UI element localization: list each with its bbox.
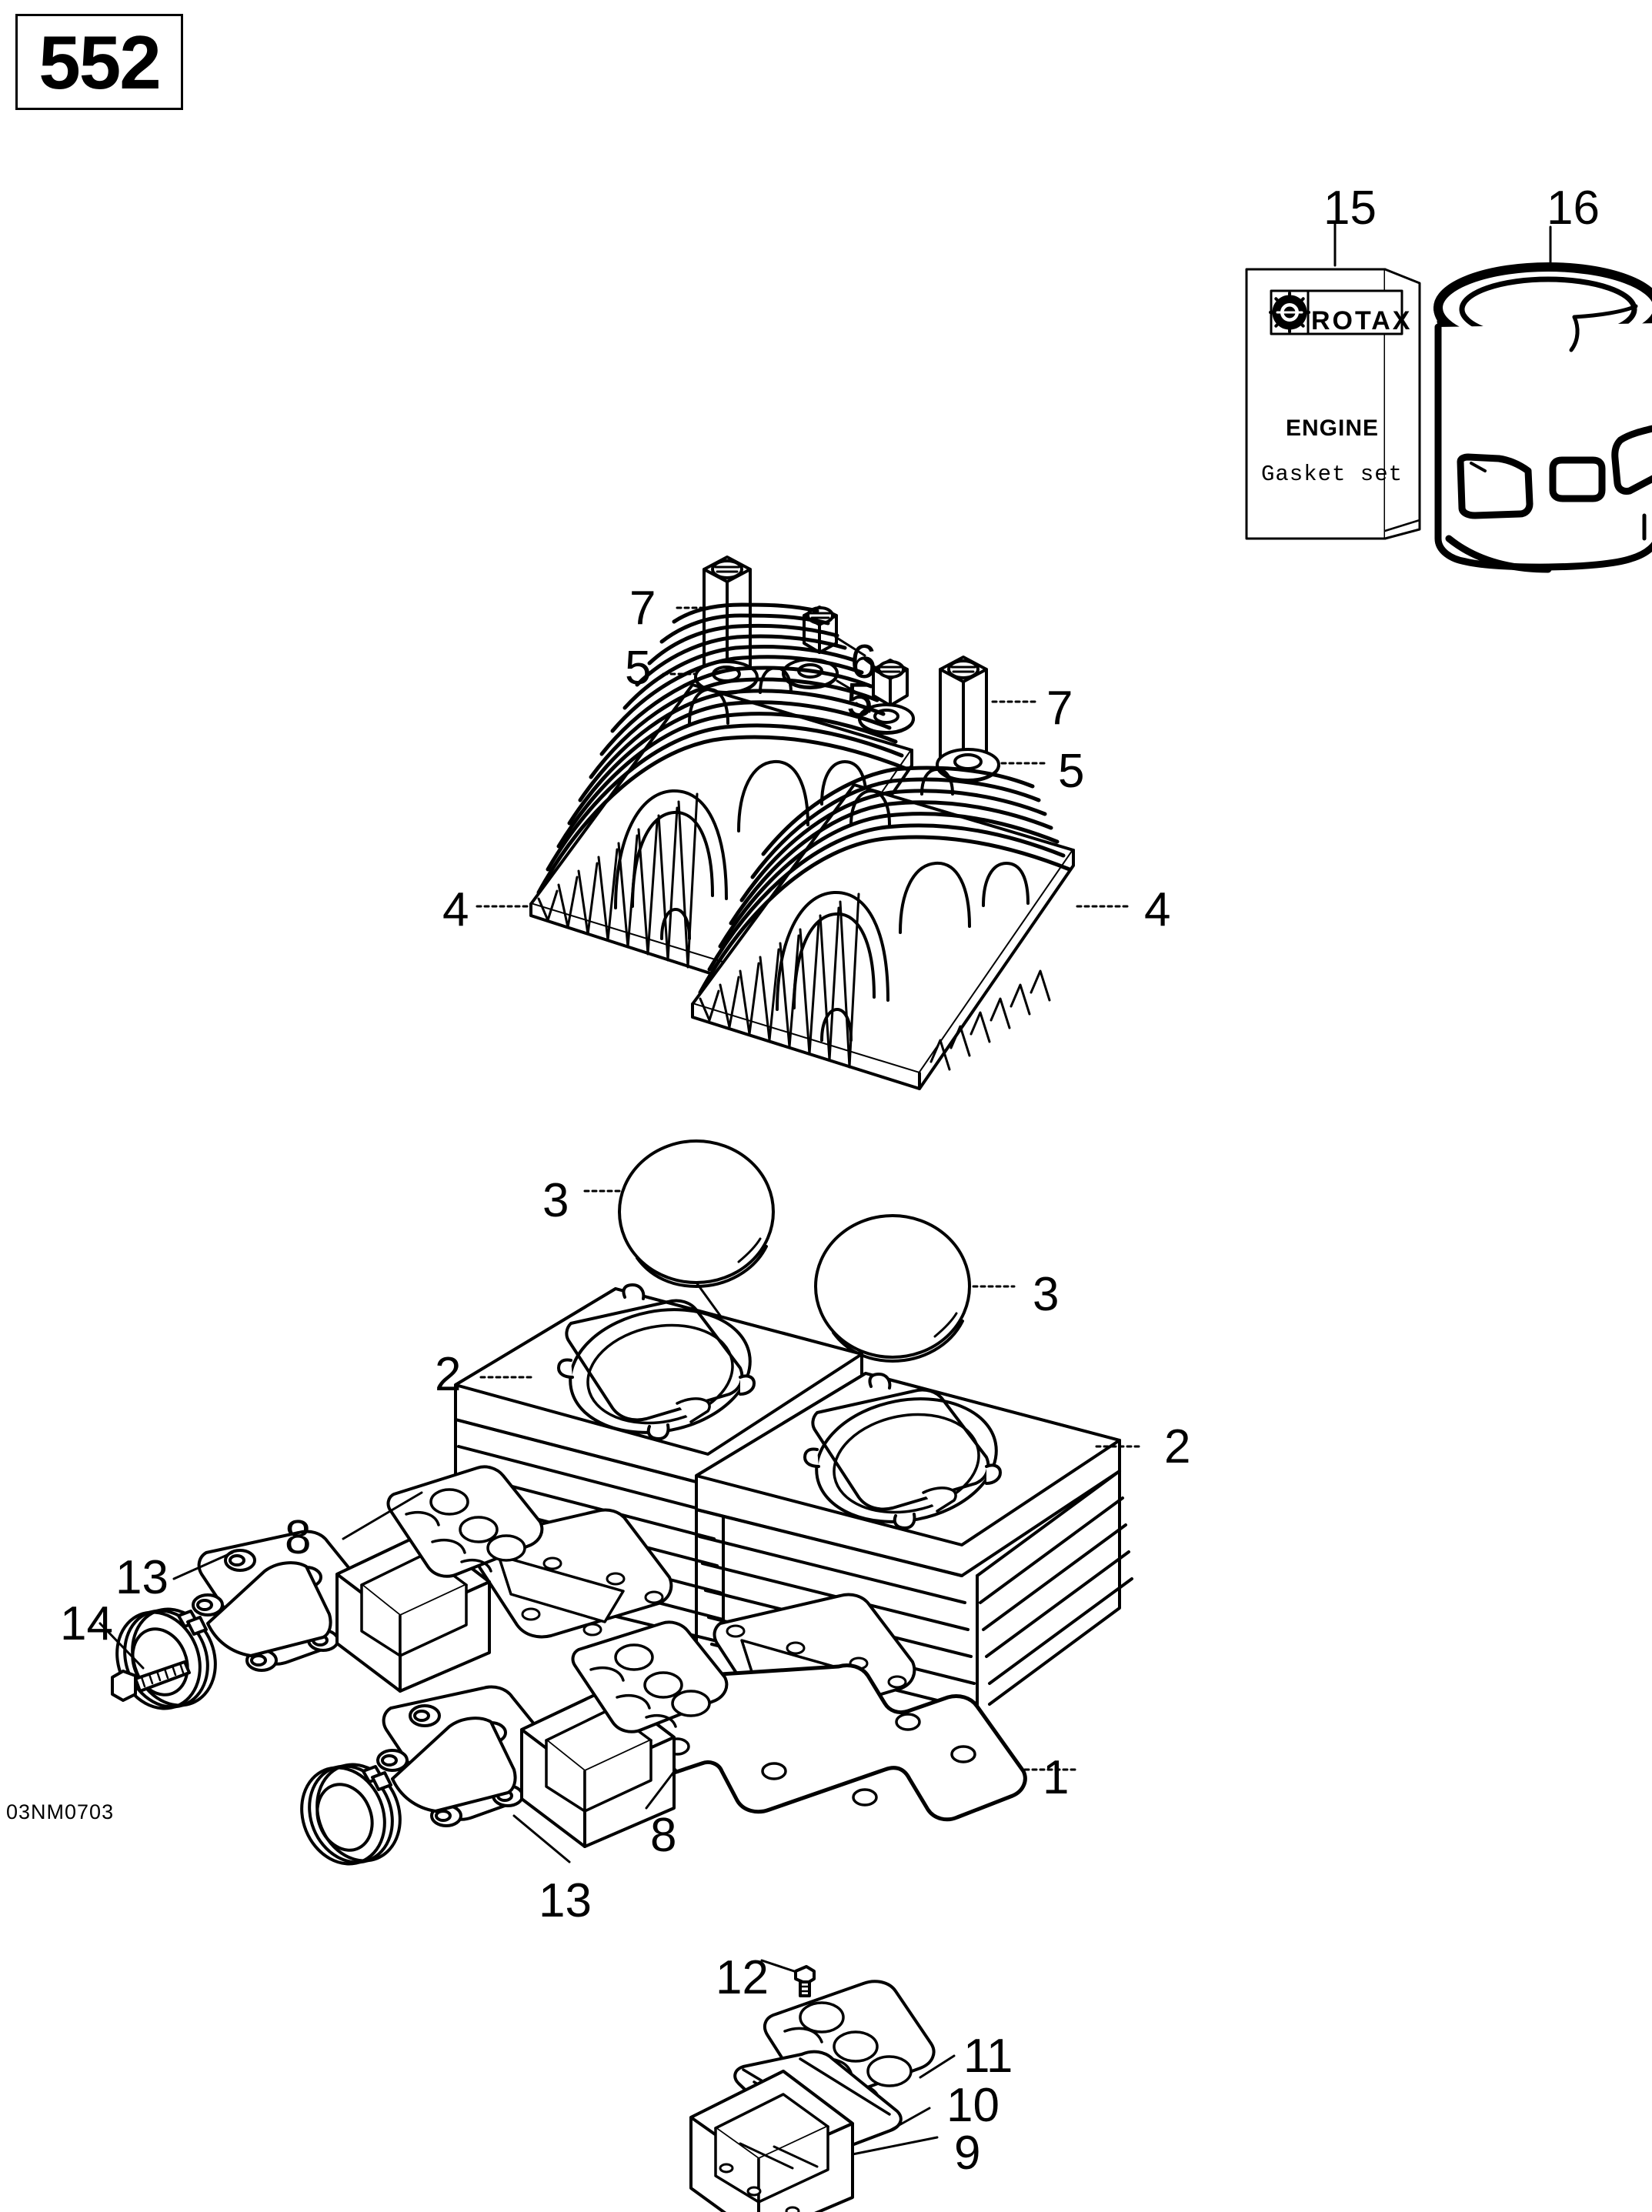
cylinder-oring-drawings [583, 1139, 1016, 1379]
callout-reed-petals: 10 [946, 2079, 1000, 2132]
callout-cylinder-right: 2 [1164, 1420, 1191, 1473]
cylinder-heads-drawing [476, 602, 1131, 1090]
callout-reed-valve-assembly: 8 [650, 1809, 677, 1862]
callout-reed-screw: 12 [716, 1951, 769, 2004]
callout-cylinder-left: 2 [435, 1348, 462, 1401]
piston-drawing [1433, 225, 1652, 573]
callout-nut: 6 [850, 636, 877, 689]
gasket-bag-line-2: Gasket set [1260, 462, 1403, 487]
callout-cylinder-head-left: 4 [442, 883, 469, 936]
reed-screw-drawing [760, 1959, 816, 1997]
callout-engine-gasket-set: 15 [1323, 182, 1377, 235]
callout-washer: 5 [846, 674, 873, 727]
callout-intake-bolt: 14 [60, 1597, 113, 1650]
callout-stud: 7 [1046, 682, 1073, 735]
intake-bolt-drawing [98, 1622, 191, 1702]
callout-reed-cage: 9 [954, 2127, 981, 2180]
callout-washer: 5 [625, 642, 652, 695]
reed-cage-drawing [689, 2070, 939, 2212]
callout-reed-valve-assembly: 8 [285, 1511, 312, 1564]
intake-socket-lower-drawing [300, 1620, 729, 1866]
callout-cylinder-oring-right: 3 [1033, 1268, 1060, 1321]
callout-cylinder-oring-left: 3 [542, 1174, 569, 1227]
callout-reed-stopper: 11 [963, 2030, 1013, 2083]
page-title-box: 552 [15, 14, 183, 110]
engine-gasket-set-drawing [1245, 222, 1421, 540]
rotax-wordmark: ROTAX [1311, 306, 1413, 335]
callout-intake-socket: 13 [115, 1551, 169, 1604]
callout-piston: 16 [1547, 182, 1600, 235]
nut-washer-cluster-drawing [782, 606, 915, 735]
callout-cylinder-head-right: 4 [1144, 883, 1171, 936]
reed-valve-exploded-drawing [689, 1959, 956, 2212]
callout-stud: 7 [629, 582, 656, 635]
callout-washer: 5 [1058, 745, 1085, 798]
washer-right-drawing [936, 748, 1046, 782]
page-title: 552 [38, 19, 162, 105]
gasket-bag-line-1: ENGINE [1285, 415, 1380, 441]
intake-socket-upper-drawing [115, 1465, 544, 1710]
callout-intake-socket: 13 [539, 1874, 592, 1927]
drawing-code: 03NM0703 [6, 1800, 115, 1823]
cylinder-block-drawing [454, 1283, 1140, 1748]
callout-base-gasket: 1 [1043, 1751, 1070, 1804]
